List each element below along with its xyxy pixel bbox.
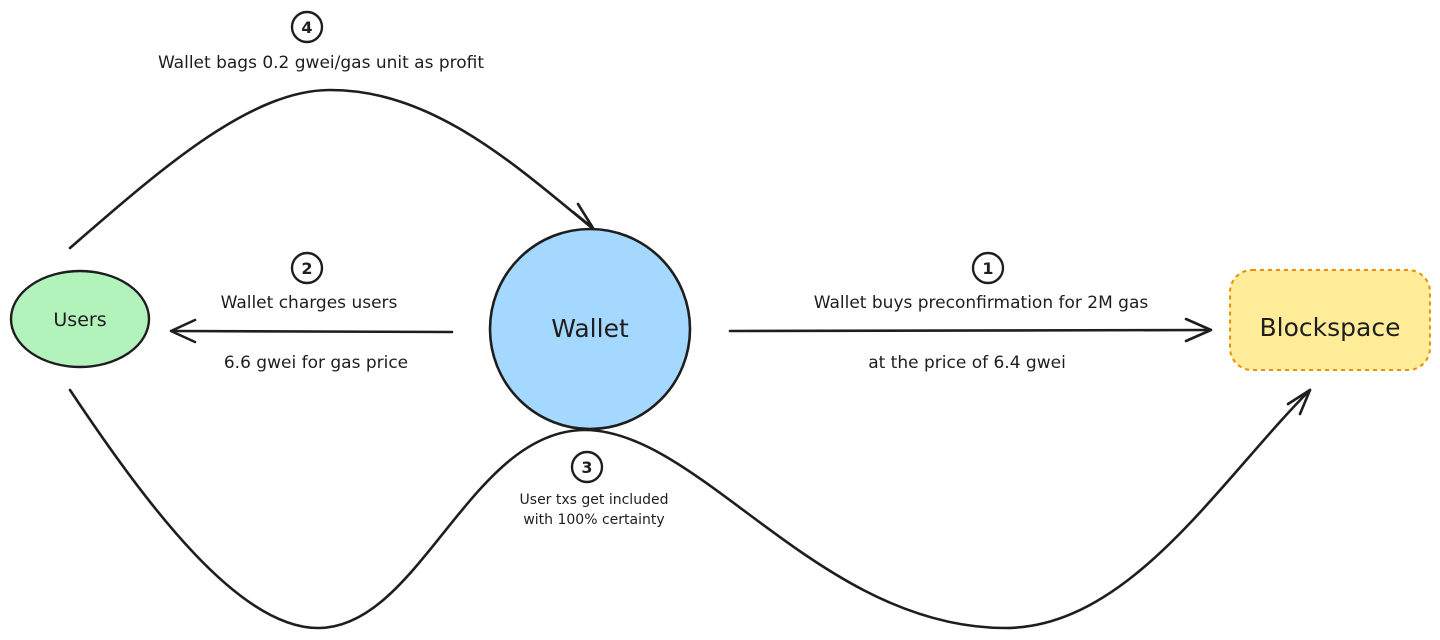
step-3-badge [570, 450, 604, 484]
step-3-label-line-1: User txs get included [520, 492, 669, 508]
arrow-include-users-to-blockspace [68, 388, 1312, 630]
users-node-shape [9, 269, 151, 369]
users-node[interactable]: Users [9, 269, 151, 369]
step-3-number: 3 [581, 458, 592, 477]
step-2-label-line-2: 6.6 gwei for gas price [224, 353, 408, 373]
users-node-label: Users [53, 309, 106, 331]
wallet-node-label: Wallet [551, 314, 629, 343]
step-1: 1 Wallet buys preconfirmation for 2M gas… [814, 251, 1149, 373]
step-4-number: 4 [301, 18, 312, 37]
step-4: 4 Wallet bags 0.2 gwei/gas unit as profi… [158, 10, 484, 73]
wallet-node-shape [488, 227, 692, 431]
step-2-badge [290, 251, 324, 285]
blockspace-node[interactable]: Blockspace [1229, 269, 1431, 371]
step-3: 3 User txs get included with 100% certai… [520, 450, 669, 528]
step-1-label-line-1: Wallet buys preconfirmation for 2M gas [814, 293, 1149, 313]
step-2-label-line-1: Wallet charges users [221, 293, 398, 313]
step-4-badge [290, 10, 324, 44]
step-3-label-line-2: with 100% certainty [523, 512, 664, 528]
step-2-number: 2 [301, 259, 312, 278]
blockspace-node-label: Blockspace [1260, 313, 1401, 342]
step-2: 2 Wallet charges users 6.6 gwei for gas … [221, 251, 408, 373]
arrow-charge-wallet-to-users [169, 318, 454, 344]
step-1-number: 1 [982, 259, 993, 278]
step-1-label-line-2: at the price of 6.4 gwei [868, 353, 1066, 373]
step-4-label: Wallet bags 0.2 gwei/gas unit as profit [158, 53, 484, 73]
arrow-buy-wallet-to-blockspace [728, 317, 1213, 343]
arrow-profit-users-to-wallet [68, 88, 595, 250]
step-1-badge [971, 251, 1005, 285]
wallet-node[interactable]: Wallet [488, 227, 692, 431]
blockspace-node-shape [1229, 269, 1431, 371]
